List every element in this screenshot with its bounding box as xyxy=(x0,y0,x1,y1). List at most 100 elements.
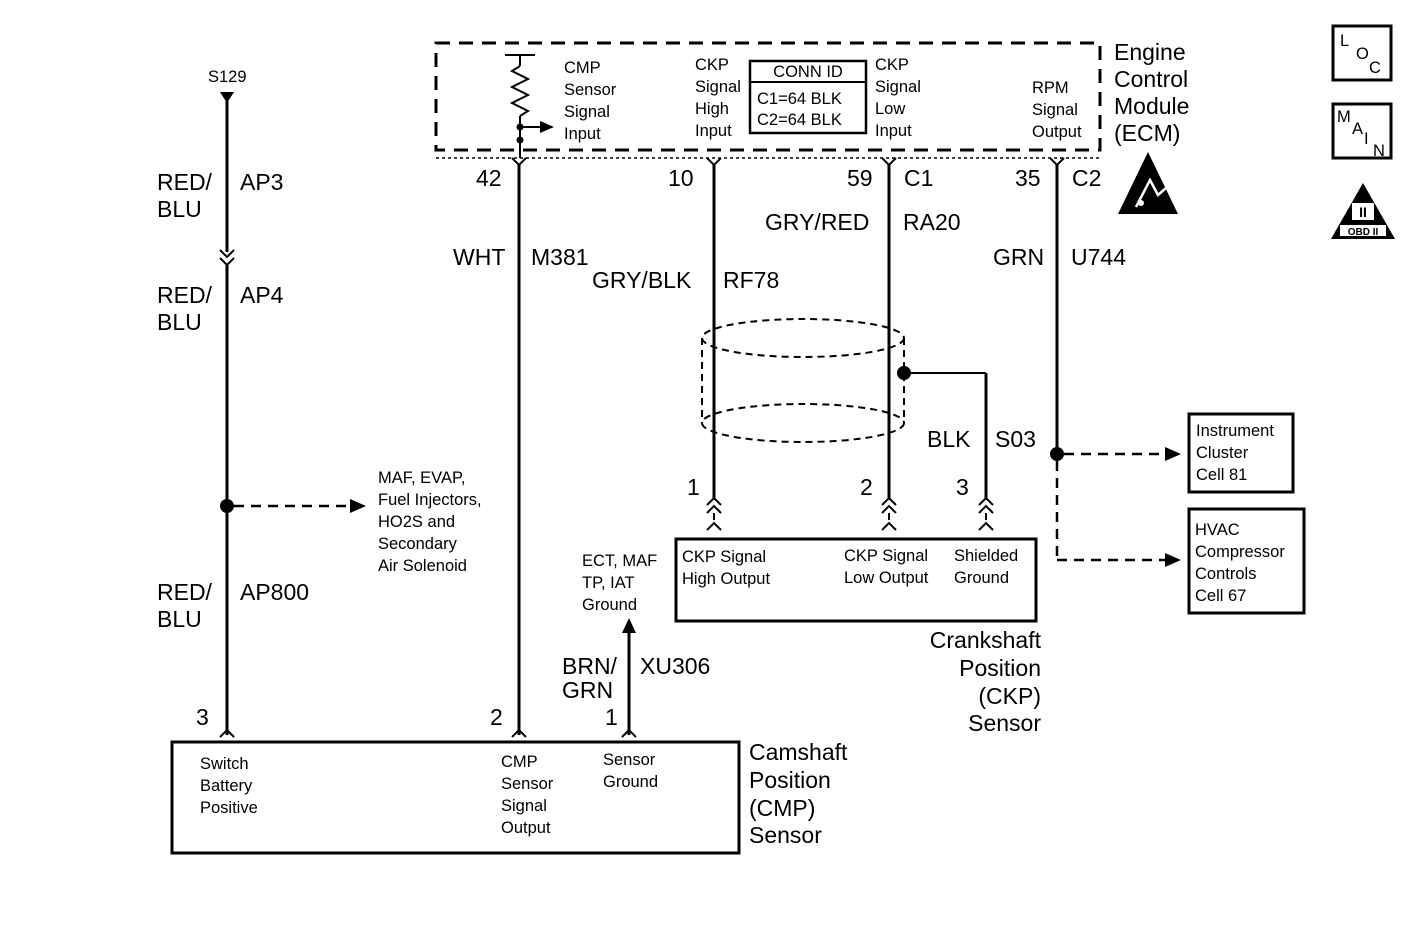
cmp-label3-1: Switch xyxy=(200,755,249,773)
wire-gry-blk-rf78: 10 GRY/BLK RF78 xyxy=(592,157,779,531)
cmp-title-3: (CMP) xyxy=(749,795,815,821)
ecm-rpm-out-1: RPM xyxy=(1032,79,1069,97)
ecm-cmp-input-4: Input xyxy=(564,125,601,143)
ground-line-1: ECT, MAF xyxy=(582,552,657,570)
ecm-conn-c1: C1 xyxy=(904,165,933,191)
wire-ap4-color-2: BLU xyxy=(157,309,202,335)
cmp-title-1: Camshaft xyxy=(749,739,848,765)
cmp-label3-2: Battery xyxy=(200,777,253,795)
wire-s03-color: BLK xyxy=(927,426,971,452)
ecm-title-2: Control xyxy=(1114,66,1188,92)
wire-xu306-color-1: BRN/ xyxy=(562,653,618,679)
ecm-rpm-out-3: Output xyxy=(1032,123,1082,141)
ecm-rpm-out-2: Signal xyxy=(1032,101,1078,119)
wire-xu306-color-2: GRN xyxy=(562,677,613,703)
ecm-ckp-high-2: Signal xyxy=(695,78,741,96)
ckp-title-2: Position xyxy=(959,655,1041,681)
splice-s129-label: S129 xyxy=(208,68,247,86)
hvac-box: HVAC Compressor Controls Cell 67 xyxy=(1187,507,1306,615)
main-char-1: M xyxy=(1337,108,1351,126)
hvac-line-1: HVAC xyxy=(1195,521,1240,539)
instrument-line-1: Instrument xyxy=(1196,422,1274,440)
ecm-pin-42: 42 xyxy=(476,165,502,191)
wire-blk-s03: BLK S03 xyxy=(904,372,1036,531)
wire-gry-red-ra20: 59 C1 GRY/RED RA20 xyxy=(765,157,961,531)
ckp-title-4: Sensor xyxy=(968,710,1041,736)
wire-ap4-circuit: AP4 xyxy=(240,282,284,308)
conn-id-box: CONN ID C1=64 BLK C2=64 BLK xyxy=(748,59,868,135)
wire-m381-circuit: M381 xyxy=(531,244,589,270)
cmp-pin-2: 2 xyxy=(490,704,503,730)
ckp-pin-3: 3 xyxy=(956,474,969,500)
main-icon: M A I N xyxy=(1331,102,1393,160)
ecm-cmp-input-1: CMP xyxy=(564,59,601,77)
ecm-pin-10: 10 xyxy=(668,165,694,191)
cmp-label2-3: Signal xyxy=(501,797,547,815)
cmp-label2-1: CMP xyxy=(501,753,538,771)
wire-xu306-circuit: XU306 xyxy=(640,653,710,679)
wire-ap3-circuit: AP3 xyxy=(240,169,283,195)
ecm-ckp-low-4: Input xyxy=(875,122,912,140)
cmp-title-4: Sensor xyxy=(749,822,822,848)
ground-line-2: TP, IAT xyxy=(582,574,635,592)
ecm-ckp-low-2: Signal xyxy=(875,78,921,96)
maf-line-3: HO2S and xyxy=(378,513,455,531)
conn-id-c2: C2=64 BLK xyxy=(757,111,842,129)
ecm-ckp-low-1: CKP xyxy=(875,56,909,74)
ecm-ckp-low-3: Low xyxy=(875,100,905,118)
instrument-line-3: Cell 81 xyxy=(1196,466,1247,484)
loc-char-2: O xyxy=(1356,45,1369,63)
cmp-pin-1: 1 xyxy=(605,704,618,730)
ecm-ckp-high-1: CKP xyxy=(695,56,729,74)
conn-id-title: CONN ID xyxy=(773,63,843,81)
wire-ap4-color-1: RED/ xyxy=(157,282,213,308)
cmp-pin-3: 3 xyxy=(196,704,209,730)
cmp-label2-2: Sensor xyxy=(501,775,554,793)
wire-ap3-color-1: RED/ xyxy=(157,169,213,195)
ecm-module: Engine Control Module (ECM) CMP Sensor S… xyxy=(434,39,1189,159)
ecm-pin-59: 59 xyxy=(847,165,873,191)
maf-line-4: Secondary xyxy=(378,535,458,553)
main-char-4: N xyxy=(1373,142,1385,160)
wire-grn-u744: 35 C2 GRN U744 xyxy=(993,157,1181,567)
ecm-ckp-high-4: Input xyxy=(695,122,732,140)
ecm-pin-35: 35 xyxy=(1015,165,1041,191)
wire-wht-m381: 42 WHT M381 xyxy=(453,157,589,738)
wire-brn-grn-xu306: ECT, MAF TP, IAT Ground BRN/ GRN XU306 xyxy=(562,552,710,738)
loc-char-1: L xyxy=(1340,32,1349,50)
ecm-ckp-high-3: High xyxy=(695,100,729,118)
esd-warning-icon xyxy=(1118,152,1178,214)
ecm-title-1: Engine xyxy=(1114,39,1186,65)
loc-icon: L O C xyxy=(1331,24,1393,82)
wire-red-blu: S129 RED/ BLU AP3 RED/ BLU AP4 RED/ BLU … xyxy=(157,68,366,738)
wire-m381-color: WHT xyxy=(453,244,505,270)
wire-u744-color: GRN xyxy=(993,244,1044,270)
obd-ii-icon: II OBD II xyxy=(1331,183,1395,239)
ckp-label3-1: Shielded xyxy=(954,547,1018,565)
maf-line-5: Air Solenoid xyxy=(378,557,467,575)
ecm-cmp-input-2: Sensor xyxy=(564,81,617,99)
ckp-label3-2: Ground xyxy=(954,569,1009,587)
ground-line-3: Ground xyxy=(582,596,637,614)
ecm-title-3: Module xyxy=(1114,93,1189,119)
ecm-cmp-input-3: Signal xyxy=(564,103,610,121)
cmp-title-2: Position xyxy=(749,767,831,793)
ckp-sensor: 1 2 3 CKP Signal High Output CKP Signal … xyxy=(674,474,1042,736)
hvac-line-2: Compressor xyxy=(1195,543,1285,561)
wire-ap800-color-2: BLU xyxy=(157,606,202,632)
instrument-cluster-box: Instrument Cluster Cell 81 xyxy=(1187,412,1295,494)
hvac-line-4: Cell 67 xyxy=(1195,587,1246,605)
ckp-label1-2: High Output xyxy=(682,570,770,588)
ecm-title-4: (ECM) xyxy=(1114,120,1180,146)
maf-line-2: Fuel Injectors, xyxy=(378,491,482,509)
ckp-title-3: (CKP) xyxy=(978,683,1041,709)
wire-u744-circuit: U744 xyxy=(1071,244,1126,270)
ckp-label2-2: Low Output xyxy=(844,569,929,587)
ecm-conn-c2: C2 xyxy=(1072,165,1101,191)
wire-ap3-color-2: BLU xyxy=(157,196,202,222)
hvac-line-3: Controls xyxy=(1195,565,1256,583)
ckp-title-1: Crankshaft xyxy=(930,627,1042,653)
wire-ap800-color-1: RED/ xyxy=(157,579,213,605)
maf-line-1: MAF, EVAP, xyxy=(378,469,465,487)
splice-dot-grn xyxy=(1050,447,1064,461)
